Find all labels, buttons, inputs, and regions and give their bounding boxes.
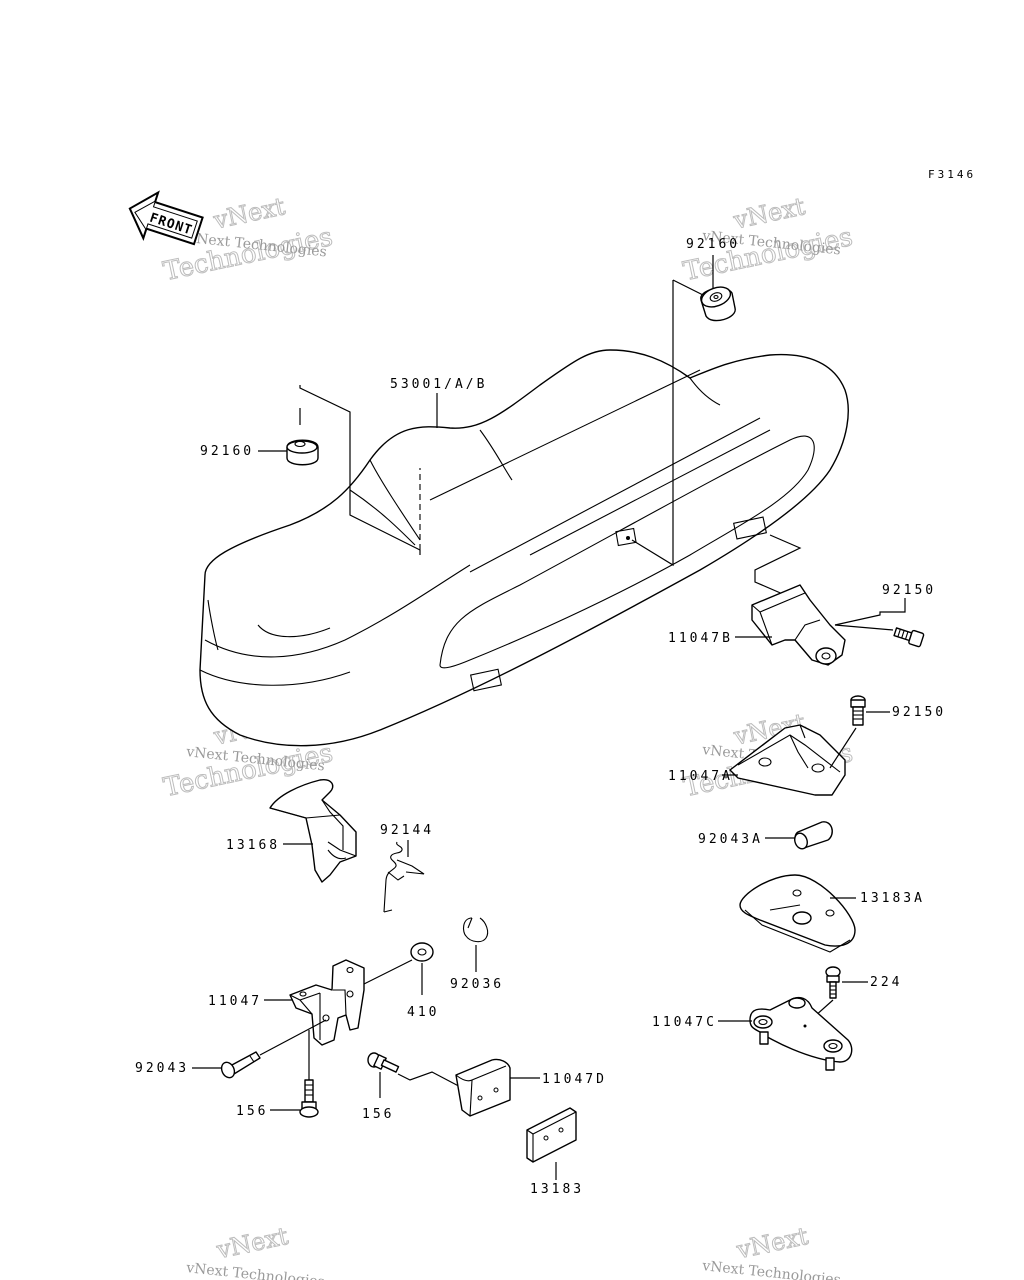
label-156-left: 156 bbox=[236, 1104, 268, 1119]
bolt-upper-icon bbox=[893, 627, 925, 648]
label-92036: 92036 bbox=[450, 977, 504, 992]
svg-text:vNext: vNext bbox=[213, 1222, 291, 1265]
leader-damper-left bbox=[299, 385, 421, 551]
bolt-156-left-icon bbox=[299, 1079, 319, 1118]
svg-text:vNext: vNext bbox=[733, 1222, 811, 1265]
label-92043a: 92043A bbox=[698, 832, 763, 847]
bracket-b-icon bbox=[751, 584, 846, 666]
label-224: 224 bbox=[870, 975, 902, 990]
leader-bolt-upper bbox=[834, 598, 906, 626]
washer-410-icon bbox=[410, 942, 434, 962]
label-92150-upper: 92150 bbox=[882, 583, 936, 598]
damper-top-icon bbox=[700, 286, 736, 322]
svg-text:vNext: vNext bbox=[210, 192, 288, 235]
label-11047d: 11047D bbox=[542, 1072, 607, 1087]
label-92150-lower: 92150 bbox=[892, 705, 946, 720]
watermark-small-bottom-left: vNext Technologies bbox=[185, 1260, 326, 1280]
label-410: 410 bbox=[407, 1005, 439, 1020]
bracket-a-icon bbox=[729, 724, 846, 796]
label-11047a: 11047A bbox=[668, 769, 733, 784]
label-11047: 11047 bbox=[208, 994, 262, 1009]
svg-text:vNext: vNext bbox=[730, 192, 808, 235]
label-53001-a-b: 53001/A/B bbox=[390, 377, 487, 392]
bracket-c-icon bbox=[749, 996, 853, 1071]
bracket-d-icon bbox=[455, 1058, 511, 1117]
plate-a-icon bbox=[739, 874, 856, 953]
collar-a-icon bbox=[794, 821, 833, 850]
bracket-main-icon bbox=[289, 959, 365, 1046]
label-92043: 92043 bbox=[135, 1061, 189, 1076]
seat-icon bbox=[199, 349, 849, 747]
watermark-bottom-right: vNext bbox=[733, 1221, 812, 1265]
screw-224-icon bbox=[825, 966, 841, 999]
bolt-156-right-icon bbox=[367, 1052, 400, 1073]
watermark-small-bottom-right: vNext Technologies bbox=[701, 1258, 842, 1280]
label-92160-top: 92160 bbox=[686, 237, 740, 252]
label-11047b: 11047B bbox=[668, 631, 733, 646]
damper-left-icon bbox=[286, 439, 319, 466]
leader-damper-top bbox=[631, 280, 674, 567]
label-13183: 13183 bbox=[530, 1182, 584, 1197]
figure-code: F3146 bbox=[928, 168, 976, 181]
pin-92043-icon bbox=[220, 1051, 261, 1079]
plate-13183-icon bbox=[526, 1107, 577, 1163]
label-92160-left: 92160 bbox=[200, 444, 254, 459]
bolt-lower-icon bbox=[850, 695, 866, 726]
spring-92144-icon bbox=[383, 841, 425, 913]
label-92144: 92144 bbox=[380, 823, 434, 838]
label-13183a: 13183A bbox=[860, 891, 925, 906]
label-11047c: 11047C bbox=[652, 1015, 717, 1030]
hook-13168-icon bbox=[269, 778, 357, 883]
front-arrow-icon: FRONT bbox=[128, 190, 204, 246]
clip-92036-icon bbox=[462, 917, 489, 943]
watermark-bottom-left: vNext bbox=[213, 1221, 292, 1265]
leader-bracket-b bbox=[754, 534, 802, 599]
label-13168: 13168 bbox=[226, 838, 280, 853]
label-156-right: 156 bbox=[362, 1107, 394, 1122]
